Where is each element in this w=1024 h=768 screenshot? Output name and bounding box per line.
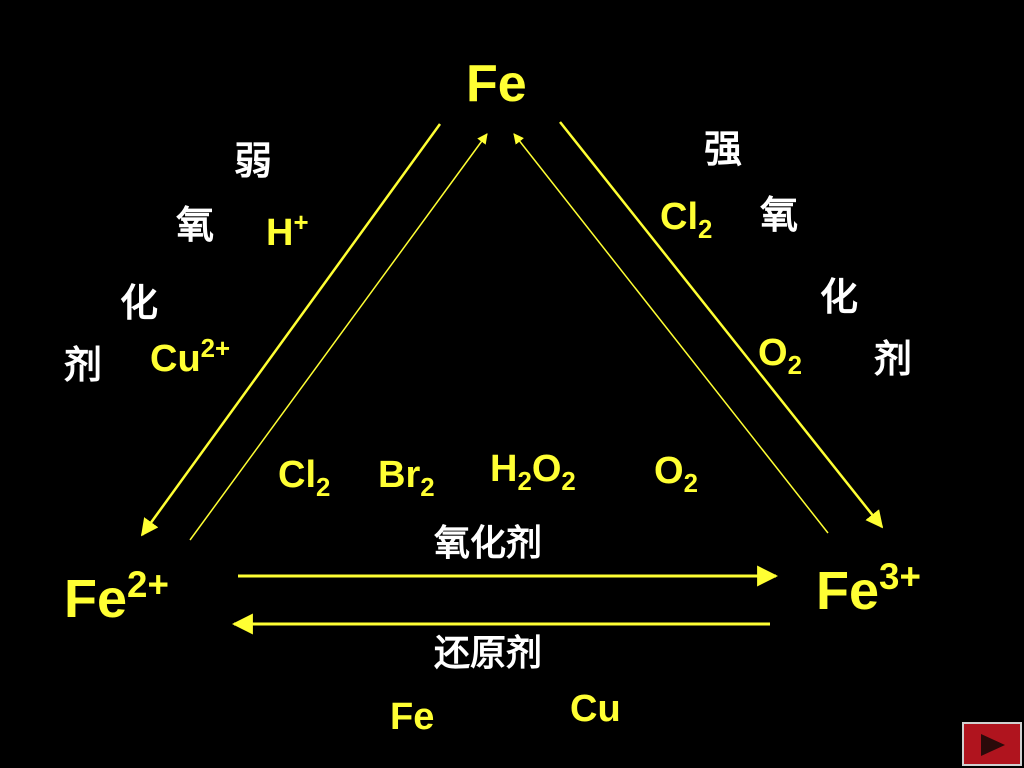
oxidant-o2-base: O [654,450,684,492]
strong-char-4: 剂 [874,337,913,381]
oxidant-cl2: Cl2 [278,454,330,501]
node-fe2-charge: 2+ [127,563,169,605]
arrow-fe-to-fe2 [140,123,442,537]
oxidant-h2o2-base2: O [531,448,562,490]
arrow-fe-to-fe3 [559,121,884,529]
oxidant-br2-sub: 2 [420,474,435,503]
oxidant-cl2-base: Cl [278,454,316,496]
strong-char-2: 氧 [760,193,799,237]
reagent-h-charge: + [293,208,309,237]
reagent-cl-base: Cl [660,196,698,238]
arrow-fe2-to-fe [189,133,488,541]
oxidant-h2o2-base: H [490,448,518,490]
oxidant-br2: Br2 [378,454,435,501]
node-fe: Fe [466,58,527,110]
node-fe2: Fe2+ [64,566,169,629]
oxidant-label: 氧化剂 [434,523,543,564]
oxidant-cl2-sub: 2 [316,474,331,503]
strong-char-3: 化 [820,275,859,319]
reagent-h-base: H [266,212,294,254]
weak-char-1: 弱 [234,139,273,183]
reagent-o-base: O [758,332,788,374]
play-triangle-icon [981,734,1005,756]
reagent-cu-base: Cu [150,338,201,380]
oxidant-o2-sub: 2 [683,470,698,499]
next-slide-button[interactable] [962,722,1022,766]
reagent-h-plus: H+ [266,210,309,254]
reductant-cu: Cu [570,688,621,730]
node-fe2-base: Fe [64,569,128,629]
oxidant-h2o2: H2O2 [490,448,576,495]
node-fe-label: Fe [466,55,527,113]
reagent-o-sub: 2 [787,352,802,381]
arrow-fe3-to-fe [513,133,829,534]
node-fe3-base: Fe [816,561,880,621]
oxidant-br2-base: Br [378,454,421,496]
reagent-cu-charge: 2+ [200,334,231,363]
weak-char-4: 剂 [64,343,103,387]
reductant-label: 还原剂 [434,633,543,674]
weak-char-2: 氧 [176,203,215,247]
strong-char-1: 强 [704,127,743,171]
reagent-cu2-plus: Cu2+ [150,336,230,380]
reagent-cl2: Cl2 [660,196,712,243]
reagent-cl-sub: 2 [698,216,713,245]
oxidant-h2o2-sub1: 2 [517,468,532,497]
oxidant-h2o2-sub2: 2 [561,468,576,497]
node-fe3: Fe3+ [816,558,921,621]
node-fe3-charge: 3+ [879,555,921,597]
reagent-o2: O2 [758,332,802,379]
reductant-fe: Fe [390,696,435,738]
weak-char-3: 化 [120,281,159,325]
oxidant-o2: O2 [654,450,698,497]
